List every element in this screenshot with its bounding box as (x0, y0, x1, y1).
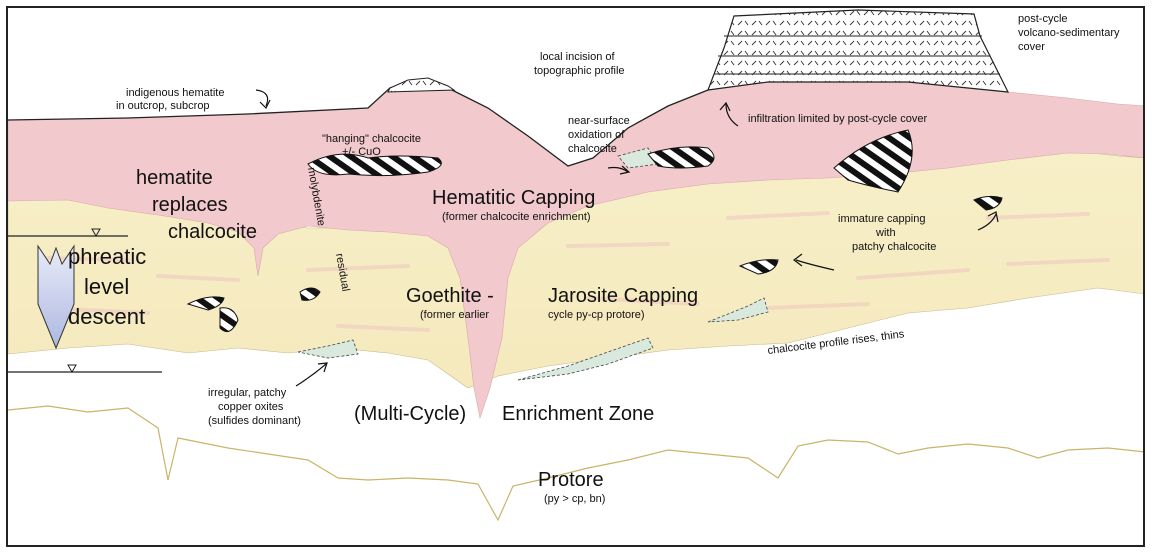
label-protore-minerals: (py > cp, bn) (544, 493, 605, 505)
supergene-profile-diagram: indigenous hematite in outcrop, subcrop … (8, 8, 1145, 547)
label-enrichment-zone: Enrichment Zone (502, 403, 654, 425)
label-former-earlier: (former earlier (420, 309, 489, 321)
label-cycle-protore: cycle py-cp protore) (548, 309, 645, 321)
label-hematitic-capping: Hematitic Capping (432, 187, 595, 209)
label-local-incision: local incision of topographic profile (534, 51, 625, 77)
label-former-enrichment: (former chalcocite enrichment) (442, 211, 591, 223)
label-jarosite-capping: Jarosite Capping (548, 285, 698, 307)
post-cycle-cover (708, 10, 1008, 92)
outcrop-mound (388, 78, 454, 92)
label-infiltration: infiltration limited by post-cycle cover (748, 113, 927, 125)
diagram-frame: indigenous hematite in outcrop, subcrop … (6, 6, 1145, 547)
label-multi-cycle: (Multi-Cycle) (354, 403, 466, 425)
label-protore: Protore (538, 469, 604, 491)
label-post-cycle-cover: post-cycle volcano-sedimentary cover (1018, 13, 1123, 53)
water-table-lower (8, 365, 162, 372)
label-indigenous-hematite: indigenous hematite in outcrop, subcrop (116, 87, 228, 112)
label-goethite: Goethite - (406, 285, 494, 307)
label-irregular-patchy: irregular, patchy copper oxites (sulfide… (208, 387, 301, 427)
